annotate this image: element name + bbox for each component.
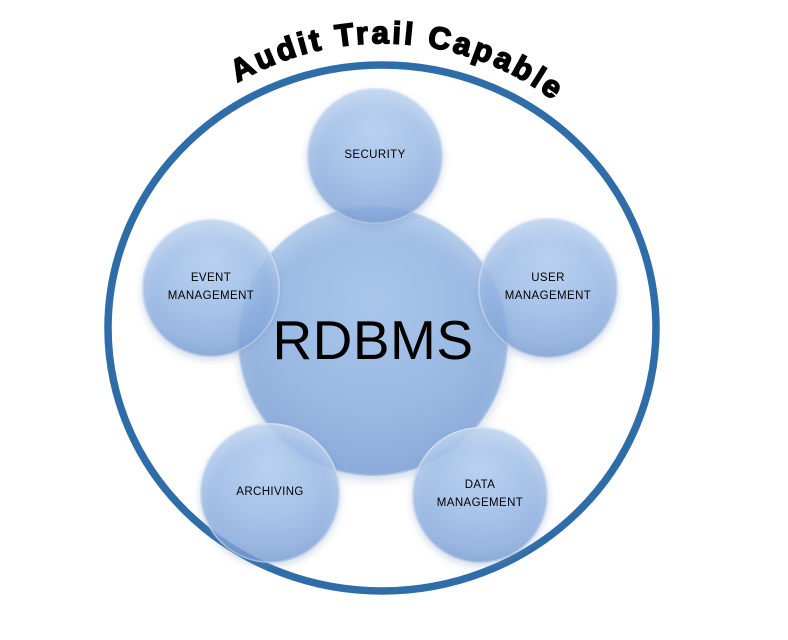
node-security: SECURITY [307, 88, 443, 224]
node-user-management: USER MANAGEMENT [478, 218, 618, 358]
node-security-label: SECURITY [344, 149, 406, 162]
node-data-management-label: DATA MANAGEMENT [436, 479, 524, 509]
node-archiving: ARCHIVING [200, 423, 340, 563]
node-event-management-label: EVENT MANAGEMENT [167, 272, 255, 302]
node-user-management-label: USER MANAGEMENT [504, 272, 592, 302]
node-rdbms-label: RDBMS [272, 309, 474, 372]
node-event-management: EVENT MANAGEMENT [142, 219, 280, 357]
node-data-management: DATA MANAGEMENT [412, 427, 548, 563]
outer-ring [104, 61, 660, 595]
node-archiving-label: ARCHIVING [236, 486, 304, 499]
